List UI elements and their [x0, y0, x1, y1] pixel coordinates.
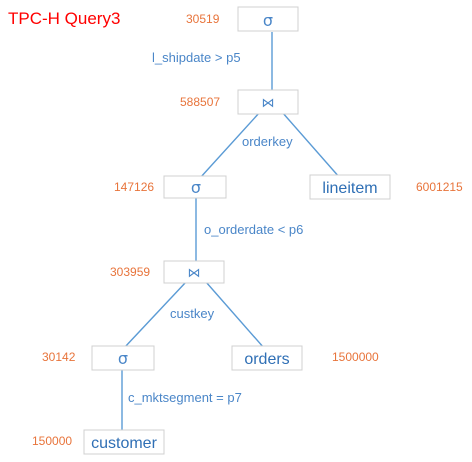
- sigma-mid-box: [163, 175, 227, 199]
- lineitem-box: [309, 174, 391, 200]
- join-bottom-count: 303959: [110, 265, 150, 279]
- orders-count: 1500000: [332, 350, 379, 364]
- customer-count: 150000: [32, 434, 72, 448]
- sigma-bottom-symbol: σ: [118, 349, 128, 368]
- orders-label: orders: [244, 351, 289, 368]
- edge-join-bottom-sigma-bottom: [123, 281, 187, 349]
- join-top-symbol: ⋈: [262, 96, 275, 111]
- sigma-mid-symbol: σ: [191, 178, 201, 197]
- customer-box: [83, 429, 165, 455]
- lineitem-label: lineitem: [322, 180, 377, 197]
- edge-join-top-sigma-mid: [199, 111, 261, 179]
- predicate-orderkey: orderkey: [242, 134, 293, 149]
- customer-label: customer: [91, 435, 157, 452]
- lineitem-count: 6001215: [416, 180, 463, 194]
- join-top-count: 588507: [180, 95, 220, 109]
- predicate-mktsegment: c_mktsegment = p7: [128, 390, 242, 405]
- join-bottom-box: [163, 260, 225, 284]
- diagram-title: TPC-H Query3: [8, 9, 120, 28]
- edge-join-bottom-orders: [205, 281, 265, 349]
- edge-join-top-lineitem: [281, 111, 341, 179]
- sigma-bottom-box: [91, 345, 155, 371]
- sigma-mid-count: 147126: [114, 180, 154, 194]
- join-bottom-symbol: ⋈: [188, 266, 201, 281]
- join-top-box: [237, 89, 299, 115]
- orders-box: [231, 345, 303, 371]
- predicate-custkey: custkey: [170, 306, 215, 321]
- predicate-shipdate: l_shipdate > p5: [152, 50, 241, 65]
- sigma-top-symbol: σ: [263, 11, 273, 30]
- sigma-top-box: [237, 6, 299, 32]
- sigma-bottom-count: 30142: [42, 350, 76, 364]
- sigma-top-count: 30519: [186, 12, 220, 26]
- predicate-orderdate: o_orderdate < p6: [204, 222, 303, 237]
